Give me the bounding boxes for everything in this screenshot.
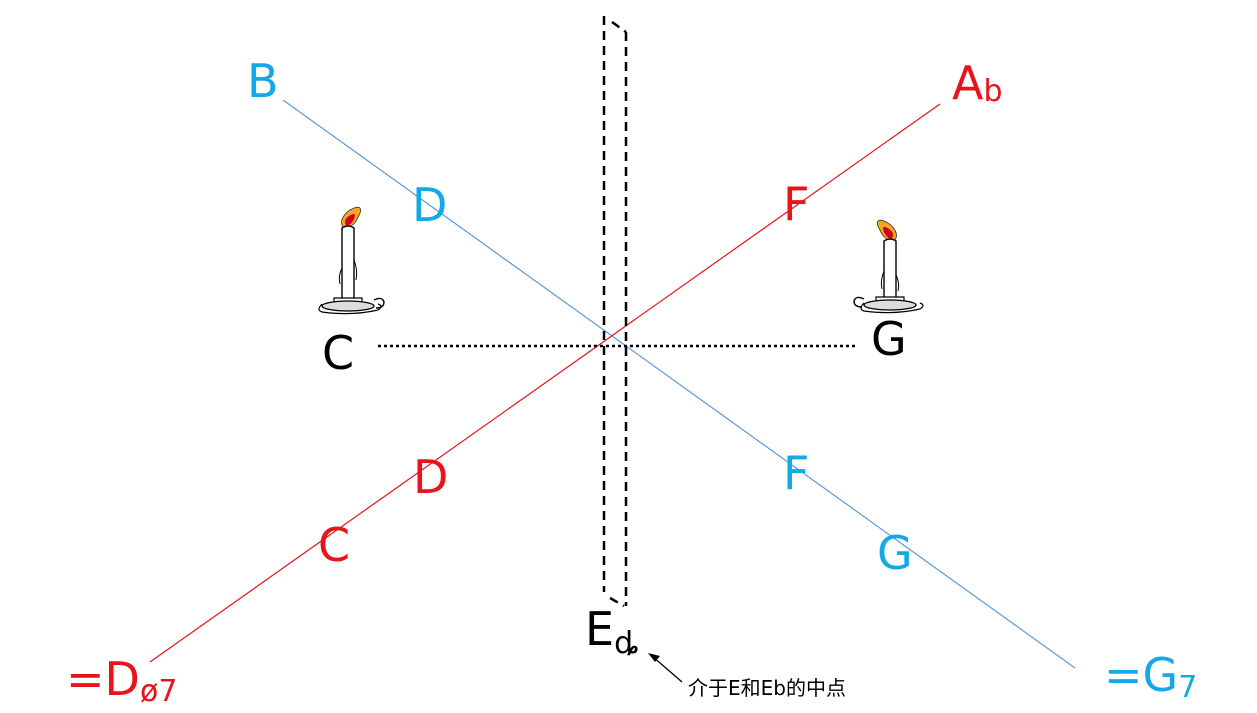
g7-root: G [1142, 648, 1179, 702]
dm-equals: = [66, 652, 105, 706]
note-label-d-blue: D [412, 178, 448, 232]
note-label-f-blue: F [783, 446, 810, 500]
g7-equals: = [1104, 648, 1143, 702]
note-label-ab: Ab [952, 60, 1003, 109]
blue-diagonal-line [282, 99, 1076, 669]
dm-root: D [104, 652, 140, 706]
note-label-e: Eȡ [585, 606, 639, 659]
note-label-c-left: C [322, 326, 355, 380]
note-label-g-right: G [871, 312, 907, 366]
annotation-text: 介于E和Eb的中点 [688, 676, 846, 700]
g7-quality: 7 [1178, 670, 1198, 705]
chord-label-g7: =G7 [1104, 652, 1197, 703]
ab-root: A [952, 56, 984, 110]
e-root: E [585, 602, 615, 656]
chord-label-d-half-dim7: =Dø7 [66, 656, 177, 707]
note-label-c-red: C [318, 518, 351, 572]
candle-icon [318, 206, 385, 315]
candle-icon [853, 219, 924, 314]
note-label-f-red: F [783, 177, 810, 231]
note-label-b: B [247, 54, 279, 108]
annotation-arrow [648, 653, 683, 683]
dm-quality: ø7 [139, 674, 178, 709]
mirror-shape [602, 16, 628, 608]
e-quarter-flat-symbol: ȡ [614, 626, 640, 661]
ab-flat: b [983, 74, 1003, 109]
red-diagonal-line [149, 103, 941, 663]
note-label-d-red: D [413, 450, 449, 504]
note-label-g-blue: G [877, 526, 913, 580]
